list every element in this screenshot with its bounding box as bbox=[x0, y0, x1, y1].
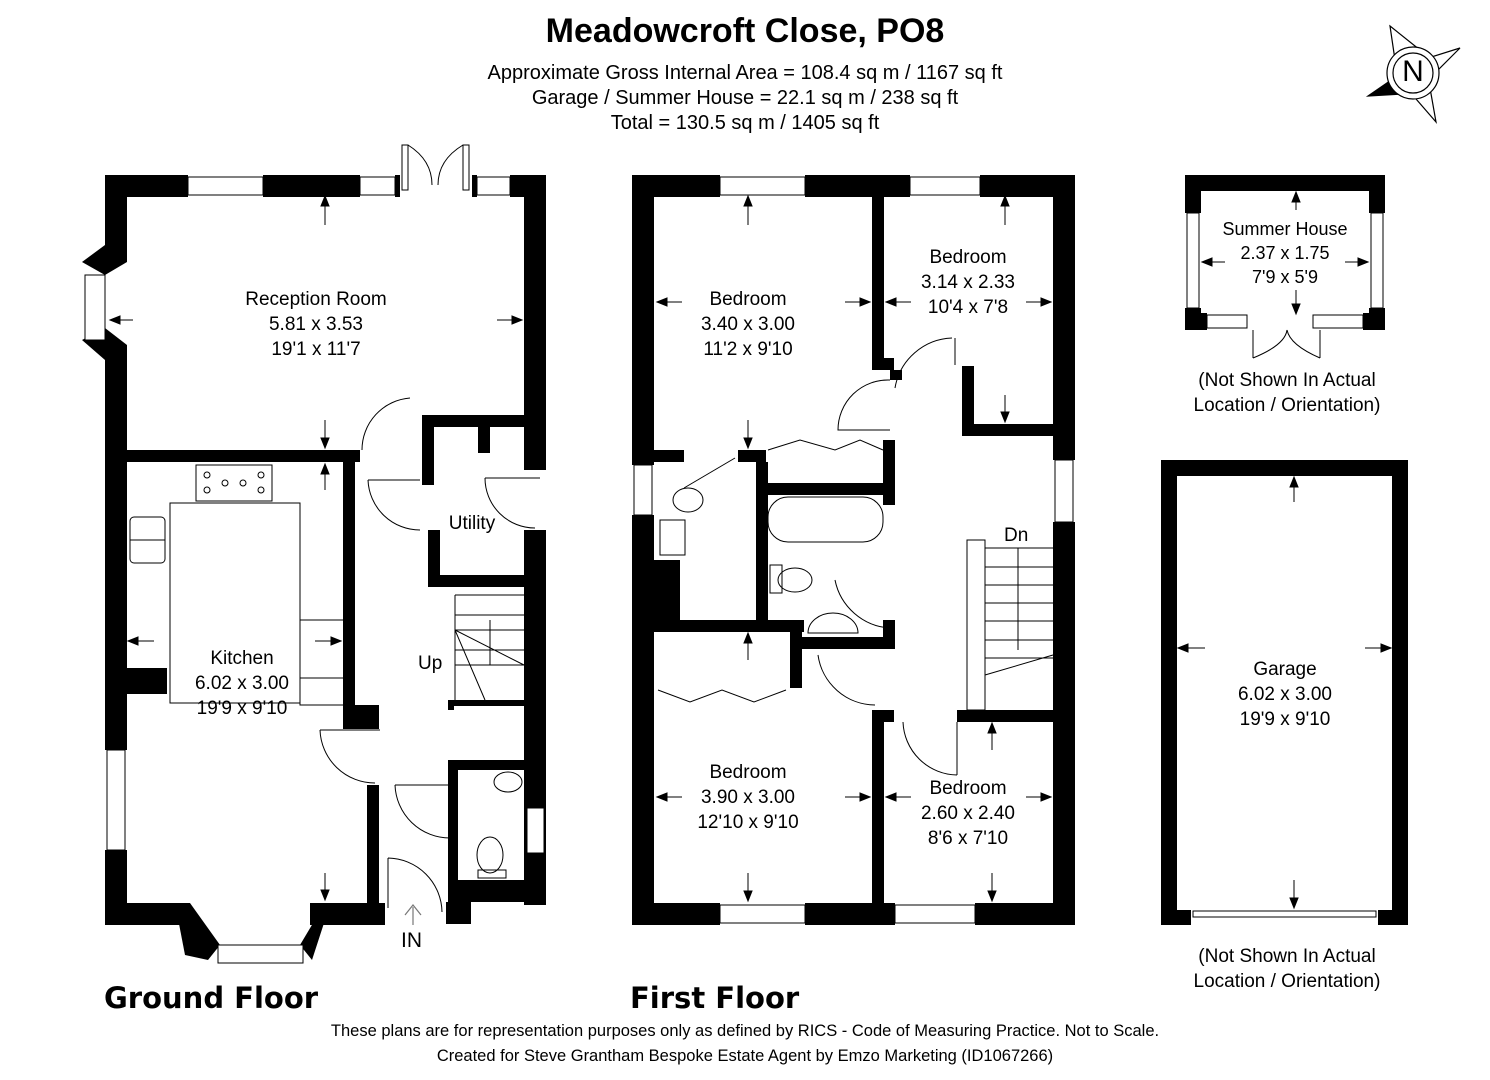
room-name: Garage bbox=[1253, 659, 1317, 680]
room-metric: 3.40 x 3.00 bbox=[700, 314, 796, 335]
room-name: Bedroom bbox=[709, 289, 787, 310]
room-metric: 6.02 x 3.00 bbox=[194, 673, 290, 694]
credit: Created for Steve Grantham Bespoke Estat… bbox=[436, 1047, 1054, 1065]
room-name: Reception Room bbox=[245, 289, 387, 310]
room-bedroom-1: Bedroom 3.40 x 3.00 11'2 x 9'10 bbox=[663, 287, 833, 362]
room-bedroom-3: Bedroom 3.90 x 3.00 12'10 x 9'10 bbox=[663, 760, 833, 835]
compass-north-label: N bbox=[1402, 55, 1424, 88]
room-summer-house: Summer House 2.37 x 1.75 7'9 x 5'9 bbox=[1205, 217, 1365, 289]
room-kitchen: Kitchen 6.02 x 3.00 19'9 x 9'10 bbox=[142, 646, 342, 721]
room-imperial: 10'4 x 7'8 bbox=[927, 297, 1009, 318]
room-metric: 2.60 x 2.40 bbox=[920, 803, 1016, 824]
room-imperial: 12'10 x 9'10 bbox=[697, 812, 799, 833]
room-name: Bedroom bbox=[709, 762, 787, 783]
gross-internal-area: Approximate Gross Internal Area = 108.4 … bbox=[487, 62, 1003, 84]
room-imperial: 19'9 x 9'10 bbox=[196, 698, 288, 719]
note-line: Location / Orientation) bbox=[1193, 971, 1381, 992]
total-area: Total = 130.5 sq m / 1405 sq ft bbox=[610, 112, 880, 134]
room-utility: Utility bbox=[448, 513, 496, 534]
stairs-up-label: Up bbox=[418, 653, 443, 674]
first-floor-label: First Floor bbox=[630, 981, 800, 1015]
room-garage: Garage 6.02 x 3.00 19'9 x 9'10 bbox=[1205, 657, 1365, 732]
room-name: Kitchen bbox=[210, 648, 274, 669]
room-imperial: 8'6 x 7'10 bbox=[927, 828, 1009, 849]
plan-title: Meadowcroft Close, PO8 bbox=[545, 12, 945, 50]
room-name: Bedroom bbox=[929, 778, 1007, 799]
note-line: (Not Shown In Actual bbox=[1198, 946, 1376, 967]
note-line: Location / Orientation) bbox=[1193, 395, 1381, 416]
room-name: Summer House bbox=[1222, 219, 1348, 239]
room-bedroom-2: Bedroom 3.14 x 2.33 10'4 x 7'8 bbox=[888, 245, 1048, 320]
summer-house-location-note: (Not Shown In Actual Location / Orientat… bbox=[1170, 368, 1404, 418]
note-line: (Not Shown In Actual bbox=[1198, 370, 1376, 391]
entrance-label: IN bbox=[401, 929, 422, 952]
room-metric: 2.37 x 1.75 bbox=[1240, 243, 1330, 263]
room-imperial: 7'9 x 5'9 bbox=[1252, 267, 1318, 287]
room-metric: 5.81 x 3.53 bbox=[268, 314, 364, 335]
stairs-down-label: Dn bbox=[1004, 525, 1029, 546]
room-metric: 6.02 x 3.00 bbox=[1237, 684, 1333, 705]
room-metric: 3.14 x 2.33 bbox=[920, 272, 1016, 293]
garage-location-note: (Not Shown In Actual Location / Orientat… bbox=[1170, 944, 1404, 994]
room-imperial: 19'1 x 11'7 bbox=[271, 339, 361, 360]
room-bedroom-4: Bedroom 2.60 x 2.40 8'6 x 7'10 bbox=[888, 776, 1048, 851]
disclaimer: These plans are for representation purpo… bbox=[330, 1022, 1160, 1040]
room-metric: 3.90 x 3.00 bbox=[700, 787, 796, 808]
outbuilding-area: Garage / Summer House = 22.1 sq m / 238 … bbox=[531, 87, 959, 109]
room-imperial: 19'9 x 9'10 bbox=[1239, 709, 1331, 730]
room-name: Bedroom bbox=[929, 247, 1007, 268]
ground-floor-label: Ground Floor bbox=[104, 981, 319, 1015]
room-imperial: 11'2 x 9'10 bbox=[703, 339, 793, 360]
room-reception: Reception Room 5.81 x 3.53 19'1 x 11'7 bbox=[216, 287, 416, 362]
